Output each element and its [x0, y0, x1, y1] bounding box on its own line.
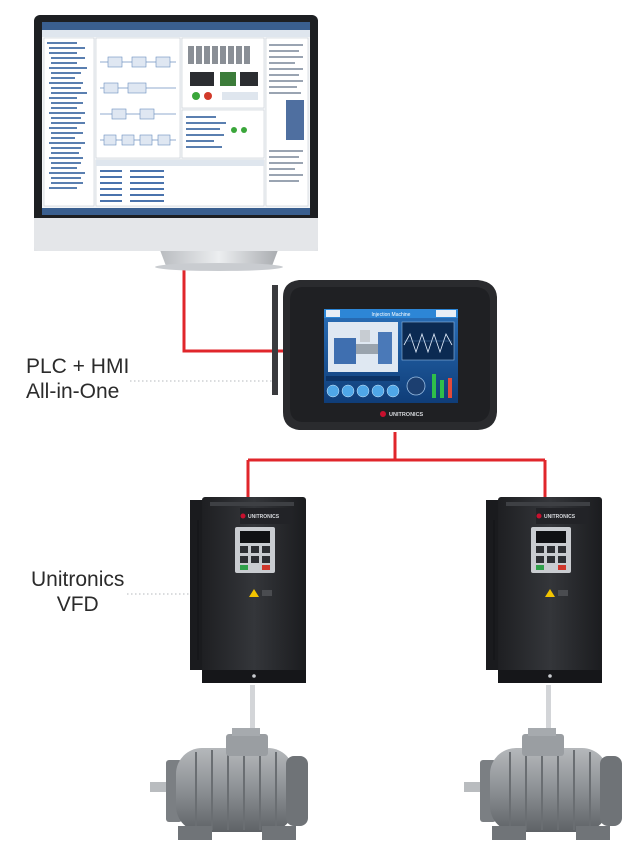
vfd-left: UNITRONICS — [190, 497, 306, 683]
label-vfd: Unitronics VFD — [31, 567, 124, 617]
motor-left — [150, 728, 308, 840]
motor-right — [464, 728, 622, 840]
svg-text:UNITRONICS: UNITRONICS — [389, 412, 424, 418]
vfd-right: UNITRONICS — [486, 497, 602, 683]
label-plc-hmi-line2: All-in-One — [26, 380, 120, 403]
hmi-screen: Injection Machine — [324, 309, 458, 403]
plc-hmi-device: Injection Machine — [272, 280, 497, 430]
cable-monitor-to-plc — [182, 268, 283, 353]
hmi-logo: UNITRONICS — [380, 411, 424, 418]
cable-plc-to-vfds — [246, 432, 547, 503]
hmi-screen-title: Injection Machine — [372, 312, 411, 318]
vfd-left-brand: UNITRONICS — [248, 514, 280, 520]
cable-vfd-to-motor-left — [250, 685, 255, 753]
label-vfd-line2: VFD — [56, 593, 99, 616]
vfd-right-brand: UNITRONICS — [544, 514, 576, 520]
cable-vfd-to-motor-right — [546, 685, 551, 753]
label-plc-hmi-line1: PLC + HMI — [26, 355, 130, 378]
monitor — [34, 15, 318, 271]
monitor-screen — [42, 22, 310, 215]
label-vfd-line1: Unitronics — [31, 568, 125, 591]
label-plc-hmi: PLC + HMI All-in-One — [26, 354, 129, 404]
